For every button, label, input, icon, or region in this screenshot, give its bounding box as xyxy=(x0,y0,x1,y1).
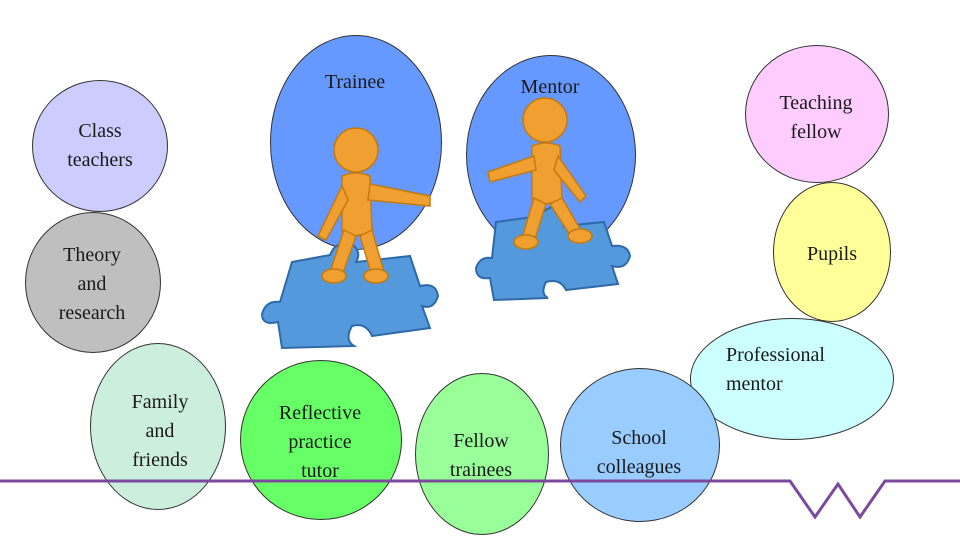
bubble-reflective-tutor xyxy=(240,360,402,520)
label-trainee: Trainee xyxy=(310,68,400,97)
theory-line2: and xyxy=(77,273,107,295)
pupils-text: Pupils xyxy=(806,243,858,265)
reflective-line2: practice xyxy=(288,431,352,453)
family-line1: Family xyxy=(131,391,189,413)
bubble-pupils xyxy=(773,182,891,322)
reflective-line1: Reflective xyxy=(278,402,362,424)
bubble-theory-research xyxy=(25,212,161,353)
label-teaching-fellow: Teaching fellow xyxy=(760,89,872,147)
trainee-text: Trainee xyxy=(324,71,386,93)
label-theory-research: Theory and research xyxy=(40,241,144,328)
figure-trainee xyxy=(317,127,431,284)
label-pupils: Pupils xyxy=(790,240,874,269)
bubble-school-colleagues xyxy=(560,368,720,522)
accent-line xyxy=(0,479,960,520)
label-class-teachers: Class teachers xyxy=(48,117,152,175)
prof-mentor-line1: Professional xyxy=(726,344,825,366)
puzzle-piece-right xyxy=(474,206,632,302)
bubble-teaching-fellow xyxy=(745,45,889,183)
family-line2: and xyxy=(145,420,175,442)
theory-line3: research xyxy=(58,302,126,324)
prof-mentor-line2: mentor xyxy=(726,373,783,395)
figure-mentor xyxy=(487,97,593,250)
label-mentor: Mentor xyxy=(500,73,600,102)
label-reflective-tutor: Reflective practice tutor xyxy=(260,399,380,486)
label-school-colleagues: School colleagues xyxy=(580,424,698,482)
class-teachers-line1: Class xyxy=(78,120,122,142)
teaching-fellow-line2: fellow xyxy=(790,121,842,143)
school-line1: School xyxy=(611,427,667,449)
reflective-line3: tutor xyxy=(301,460,339,482)
school-line2: colleagues xyxy=(596,456,682,478)
mentor-text: Mentor xyxy=(520,76,580,98)
label-fellow-trainees: Fellow trainees xyxy=(430,427,532,485)
family-line3: friends xyxy=(132,449,188,471)
teaching-fellow-line1: Teaching xyxy=(779,92,853,114)
theory-line1: Theory xyxy=(63,244,121,266)
label-family-friends: Family and friends xyxy=(110,388,210,475)
label-professional-mentor: Professional mentor xyxy=(726,341,846,399)
bubble-class-teachers xyxy=(32,80,168,212)
bubble-professional-mentor xyxy=(690,318,894,440)
class-teachers-line2: teachers xyxy=(67,149,133,171)
fellow-line1: Fellow xyxy=(453,430,509,452)
puzzle-piece-left xyxy=(260,242,440,350)
fellow-line2: trainees xyxy=(449,459,513,481)
bubble-fellow-trainees xyxy=(415,373,549,535)
